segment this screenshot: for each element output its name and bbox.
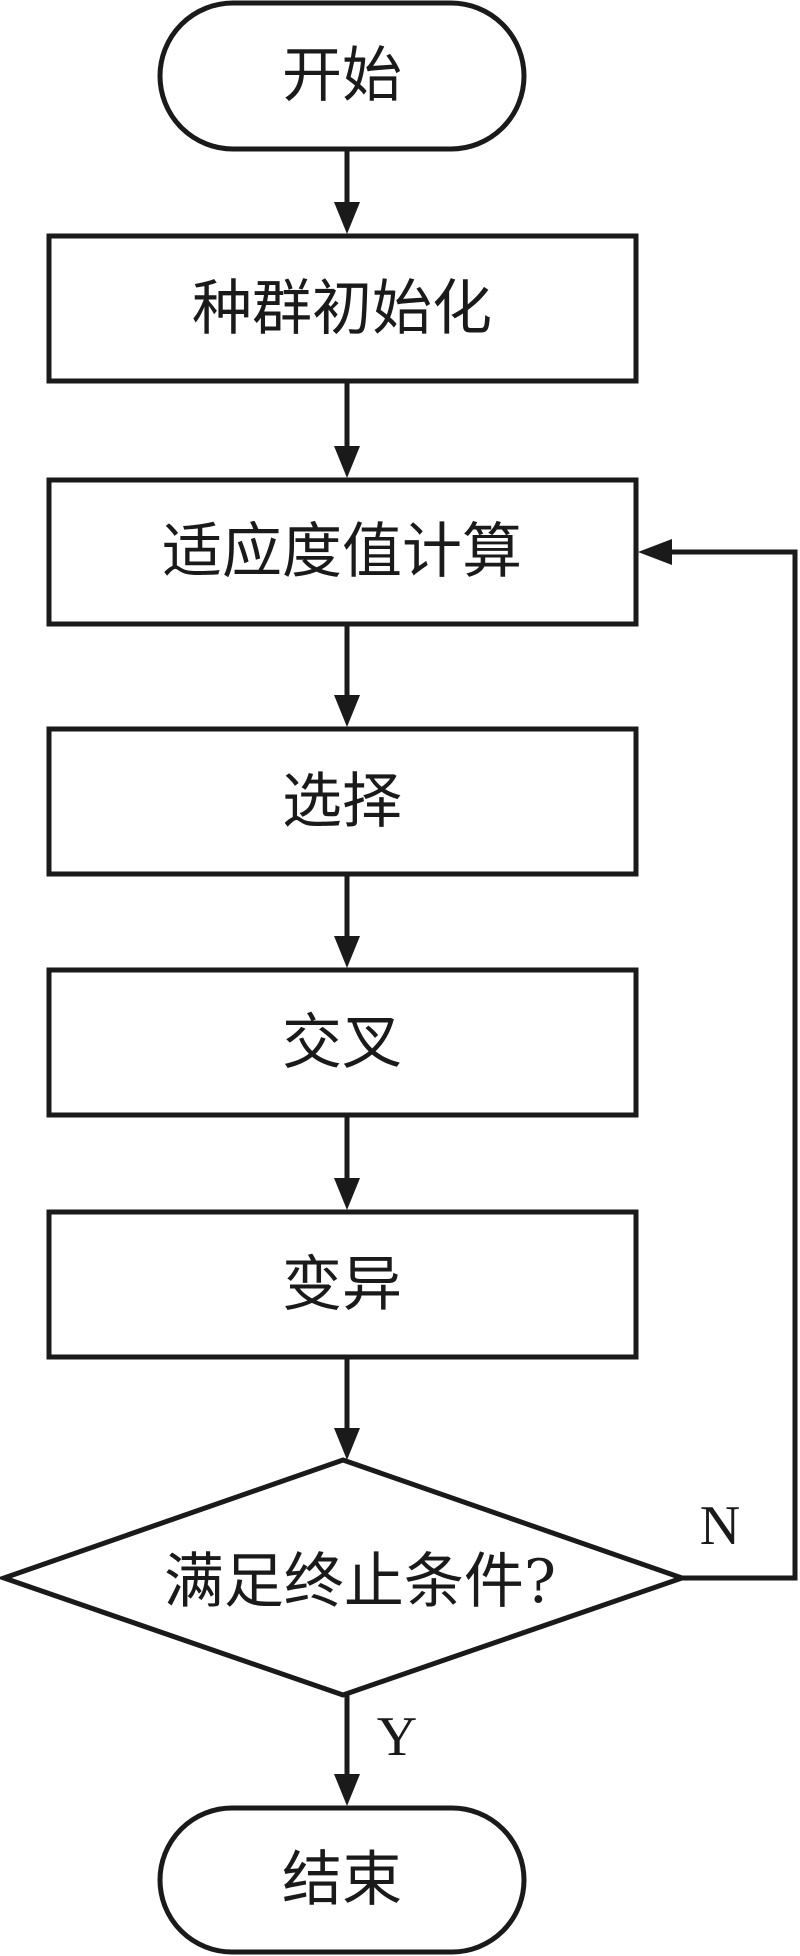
arrow-selection-to-crossover [334,874,360,968]
arrow-mutation-to-decision [334,1357,360,1460]
end-node: 结束 [157,1805,527,1955]
arrow-init-to-fitness [334,381,360,478]
termination-decision-node: 满足终止条件? [0,1457,690,1698]
init-population-label: 种群初始化 [192,274,492,344]
end-label: 结束 [282,1845,402,1915]
start-label: 开始 [282,41,402,111]
crossover-node: 交叉 [46,967,639,1118]
termination-check-label: 满足终止条件? [164,1547,556,1617]
selection-node: 选择 [46,726,639,877]
arrow-no-loop-back [638,539,798,1581]
yes-branch-label: Y [377,1706,417,1768]
selection-label: 选择 [282,767,402,837]
start-node: 开始 [157,0,527,152]
no-branch-label: N [700,1495,740,1557]
arrow-yes-to-end [334,1695,360,1806]
init-population-node: 种群初始化 [46,233,639,384]
arrow-crossover-to-mutation [334,1115,360,1210]
mutation-node: 变异 [46,1209,639,1360]
fitness-calc-label: 适应度值计算 [162,517,522,587]
crossover-label: 交叉 [282,1008,402,1078]
mutation-label: 变异 [282,1250,402,1320]
fitness-calc-node: 适应度值计算 [46,477,639,627]
arrow-fitness-to-selection [334,624,360,727]
arrow-start-to-init [334,149,360,234]
